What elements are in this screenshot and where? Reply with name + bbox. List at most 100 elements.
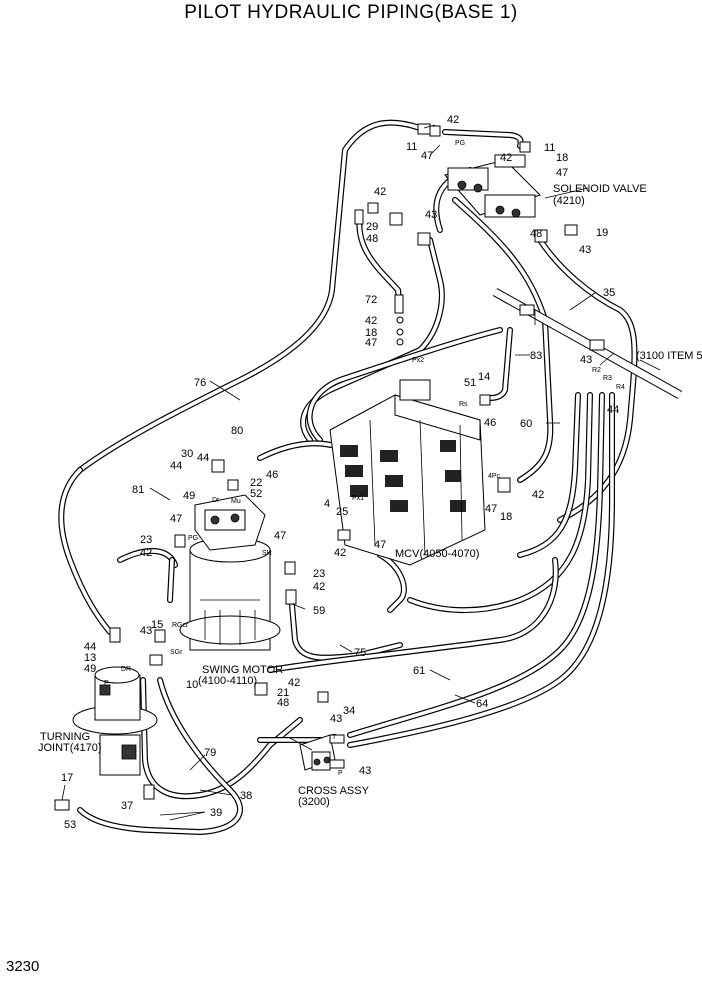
port-pg-motor: PG — [188, 535, 198, 542]
callout: 44 — [607, 404, 619, 416]
callout: 43 — [359, 765, 371, 777]
callout: 37 — [121, 800, 133, 812]
callout: 11 — [544, 142, 555, 154]
component-labels: SOLENOID VALVE (4210) MCV(4050-4070) SWI… — [38, 183, 702, 808]
callout: 42 — [140, 547, 152, 559]
callout: 15 — [151, 619, 163, 631]
port-p-joint: P — [104, 680, 109, 687]
port-px1: Px1 — [352, 495, 364, 502]
callout: 47 — [485, 503, 497, 515]
port-mu: Mu — [231, 498, 241, 505]
callout: 44 — [84, 641, 96, 653]
callout: 14 — [478, 371, 490, 383]
callout: 42 — [334, 547, 346, 559]
port-r3: R3 — [603, 375, 612, 382]
callout-numbers: 42 11 47 42 11 18 47 42 43 29 48 48 19 4… — [61, 114, 619, 831]
callout: 48 — [530, 228, 542, 240]
port-rgcr: RGcr — [172, 622, 189, 629]
callout: 47 — [170, 513, 182, 525]
callout: 29 — [366, 221, 378, 233]
callout: 38 — [240, 790, 252, 802]
callout: 60 — [520, 418, 532, 430]
callout: 44 — [170, 460, 182, 472]
swing-motor — [179, 494, 281, 651]
callout: 44 — [197, 452, 209, 464]
callout: 43 — [579, 244, 591, 256]
port-dr-motor: Dr — [212, 497, 220, 504]
callout: 43 — [425, 209, 437, 221]
callout: 43 — [140, 625, 152, 637]
port-t: T — [332, 734, 337, 741]
callout: 13 — [84, 652, 96, 664]
callout: 46 — [266, 469, 278, 481]
callout: 10 — [186, 679, 198, 691]
callout: 64 — [476, 698, 488, 710]
callout: 49 — [84, 663, 96, 675]
port-pg-top: PG — [455, 140, 465, 147]
callout: 79 — [204, 747, 216, 759]
port-sgr: SGr — [170, 649, 183, 656]
cross-assy-label: CROSS ASSY — [298, 785, 370, 797]
swing-motor-label: SWING MOTOR — [202, 664, 283, 676]
callout: 42 — [500, 152, 512, 164]
solenoid-valve-assembly — [444, 154, 541, 218]
callout: 48 — [277, 697, 289, 709]
turning-joint — [72, 666, 158, 776]
port-px2: Px2 — [412, 357, 424, 364]
callout: 35 — [603, 287, 615, 299]
callout: 53 — [64, 819, 76, 831]
callout: 47 — [365, 337, 377, 349]
port-labels: PG Px2 Rs Px1 4Pc Dr Mu PG SH RGcr SGr D… — [104, 140, 625, 777]
callout: 23 — [313, 568, 325, 580]
mcv-block — [329, 379, 486, 566]
item-ref-label: (3100 ITEM 5) — [636, 350, 702, 362]
callout: 52 — [250, 488, 262, 500]
callout: 47 — [421, 150, 433, 162]
callout: 11 — [406, 141, 417, 153]
solenoid-valve-ref: (4210) — [553, 195, 585, 207]
callout: 18 — [500, 511, 512, 523]
callout: 18 — [365, 327, 377, 339]
port-4pc: 4Pc — [488, 473, 501, 480]
fittings — [54, 123, 578, 811]
callout: 43 — [330, 713, 342, 725]
port-r2: R2 — [592, 367, 601, 374]
callout: 47 — [556, 167, 568, 179]
callout: 80 — [231, 425, 243, 437]
callout: 47 — [374, 539, 386, 551]
callout: 17 — [61, 772, 73, 784]
cross-assy — [299, 734, 336, 771]
callout: 61 — [413, 665, 425, 677]
callout: 42 — [374, 186, 386, 198]
port-r4: R4 — [616, 384, 625, 391]
turning-joint-label: TURNING — [40, 731, 90, 743]
callout: 72 — [365, 294, 377, 306]
cross-assy-ref: (3200) — [298, 796, 330, 808]
port-sh: SH — [262, 550, 272, 557]
port-dr-joint: DR — [121, 666, 131, 673]
callout: 75 — [354, 647, 366, 659]
callout: 21 — [277, 687, 289, 699]
leader-lines — [61, 124, 615, 821]
mcv-label: MCV(4050-4070) — [395, 548, 479, 560]
callout: 46 — [484, 417, 496, 429]
callout: 23 — [140, 534, 152, 546]
callout: 39 — [210, 807, 222, 819]
callout: 34 — [343, 705, 355, 717]
callout: 81 — [132, 484, 144, 496]
callout: 42 — [288, 677, 300, 689]
callout: 83 — [530, 350, 542, 362]
turning-joint-ref: JOINT(4170) — [38, 742, 102, 754]
callout: 4 — [324, 498, 330, 510]
callout: 42 — [313, 581, 325, 593]
port-p: P — [338, 770, 343, 777]
swing-motor-ref: (4100-4110) — [198, 675, 257, 687]
port-rs: Rs — [459, 401, 468, 408]
page-title: PILOT HYDRAULIC PIPING(BASE 1) — [184, 2, 518, 23]
callout: 48 — [366, 233, 378, 245]
callout: 18 — [556, 152, 568, 164]
callout: 30 — [181, 448, 193, 460]
callout: 49 — [183, 490, 195, 502]
solenoid-valve-label: SOLENOID VALVE — [553, 183, 647, 195]
